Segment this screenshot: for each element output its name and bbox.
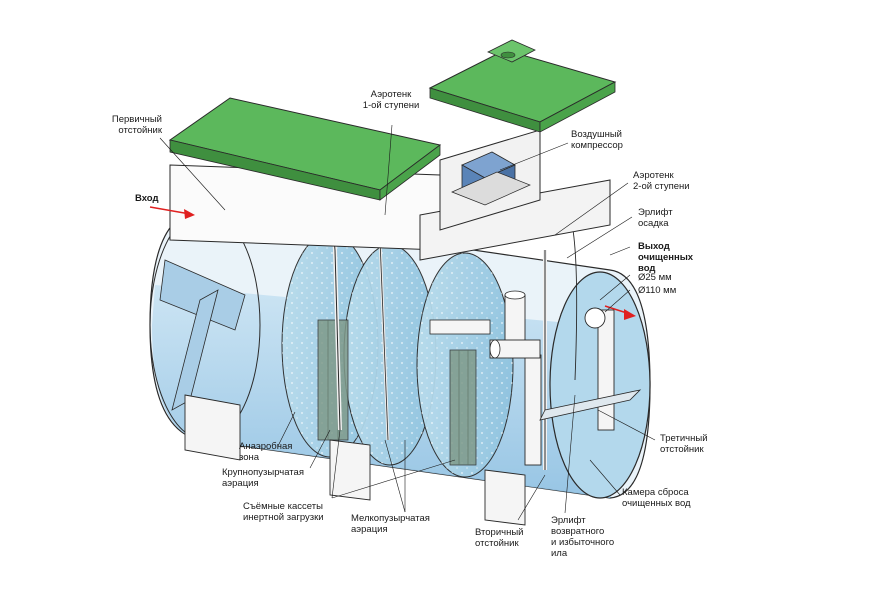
outlet-arrow-icon	[624, 309, 636, 320]
label-d110: Ø110 мм	[638, 285, 677, 296]
label-inlet: Вход	[135, 193, 159, 204]
air-compressor	[451, 151, 531, 206]
primary-baffle	[159, 259, 246, 411]
label-d25: Ø25 мм	[638, 272, 672, 283]
leader-lines	[159, 124, 656, 521]
flow-arrows	[149, 206, 636, 320]
lid-right	[428, 39, 617, 133]
support-saddles	[184, 394, 526, 526]
inlet-arrow-icon	[184, 209, 195, 219]
drop-pipes	[429, 290, 642, 466]
partition-discs	[281, 232, 514, 478]
lid-left	[168, 97, 442, 201]
